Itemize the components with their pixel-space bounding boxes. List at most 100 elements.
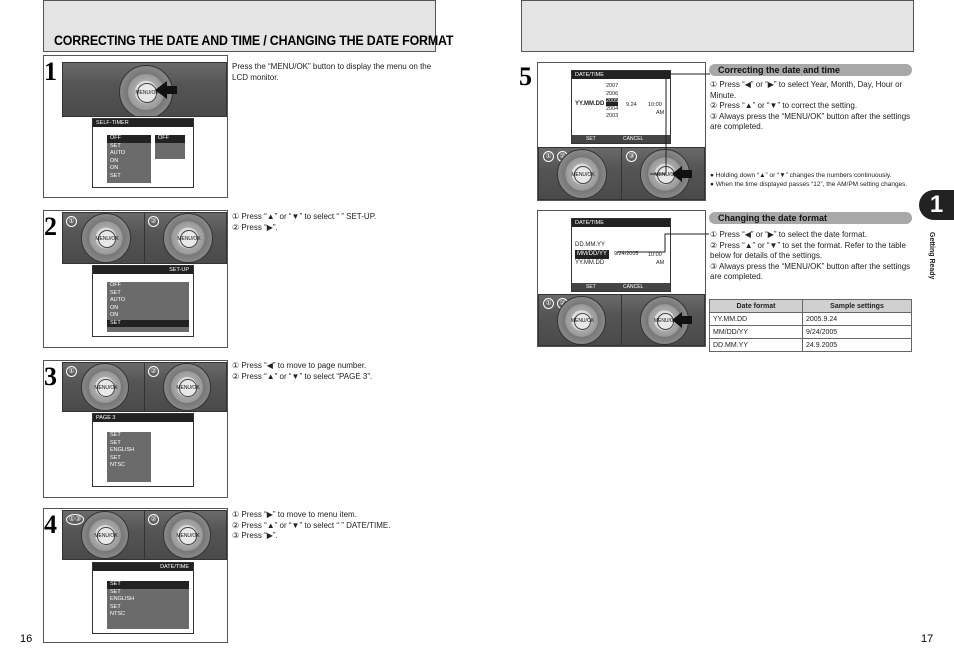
- step-3-number: 3: [44, 362, 57, 391]
- callout-line-1: [650, 73, 710, 175]
- menu-item: SET: [110, 439, 121, 446]
- date-value: 9/24/2005: [614, 251, 639, 257]
- step-4-camera-photo-a: ①③ MENU/OK: [62, 510, 145, 560]
- submenu-item: OFF: [155, 135, 185, 143]
- lcd-title: DATE/TIME: [572, 219, 670, 227]
- date-rest: 9.24: [626, 102, 637, 108]
- step-3-text: ① Press “◀” to move to page number. ② Pr…: [232, 361, 434, 382]
- press-arrow-icon: [672, 312, 692, 328]
- menu-item: AUTO: [110, 297, 126, 303]
- year-item: 2003: [606, 113, 619, 119]
- menu-item: SET: [110, 172, 121, 179]
- footer-cancel: CANCEL: [623, 136, 644, 142]
- step-4-lcd: DATE/TIME SET SET ENGLISH SET NTSC: [92, 562, 194, 634]
- date-format-table: Date format Sample settings YY.MM.DD 200…: [709, 299, 912, 352]
- menu-item: SET: [110, 432, 121, 438]
- section-format-title: Changing the date format: [709, 212, 912, 224]
- dial: MENU/OK: [81, 363, 129, 411]
- step-2-text: ① Press “▲” or “▼” to select “ ” SET-UP.…: [232, 212, 434, 233]
- year-item: 2004: [606, 105, 619, 112]
- menu-ok-button: MENU/OK: [571, 312, 594, 331]
- step-2-camera-photo-b: ② MENU/OK: [144, 212, 227, 264]
- instruction-line: Press the “MENU/OK” button to display th…: [232, 62, 432, 82]
- format-list: DD.MM.YY MM/DD/YY YY.MM.DD: [575, 241, 609, 268]
- footer-cancel: CANCEL: [623, 284, 644, 290]
- dial: MENU/OK: [163, 363, 211, 411]
- press-arrow-icon: [672, 166, 692, 182]
- instruction-line: ① Press “▶” to move to menu item.: [232, 510, 357, 519]
- time-value: 10:00: [648, 102, 662, 108]
- menu-item: SET: [110, 603, 121, 610]
- instruction-line: ③ Always press the “MENU/OK” button afte…: [710, 111, 911, 132]
- panel-label: ①③: [66, 514, 84, 525]
- ampm-value: AM: [656, 110, 665, 116]
- note-line: When the time displayed passes “12”, the…: [715, 180, 908, 188]
- footer-set: SET: [586, 284, 596, 290]
- lcd-menu: OFF SET AUTO ON ON SET: [107, 135, 151, 183]
- step-5-notes: ● Holding down “▲” or “▼” changes the nu…: [710, 172, 912, 189]
- table-header-row: Date format Sample settings: [709, 299, 912, 313]
- lcd-footer: SET CANCEL: [572, 283, 670, 291]
- left-header-box: CORRECTING THE DATE AND TIME / CHANGING …: [43, 0, 453, 52]
- step-1-text: Press the “MENU/OK” button to display th…: [232, 62, 434, 83]
- instruction-line: ① Press “◀” or “▶” to select the date fo…: [710, 230, 867, 239]
- instruction-line: ② Press “▲” or “▼” to select “ ” DATE/TI…: [232, 520, 391, 530]
- panel-label: ①: [66, 366, 77, 377]
- menu-item: NTSC: [110, 462, 125, 468]
- menu-item: ON: [110, 157, 119, 164]
- step-5-text: ① Press “◀” or “▶” to select Year, Month…: [710, 80, 912, 133]
- note-line: Holding down “▲” or “▼” changes the numb…: [715, 172, 892, 179]
- menu-item: ON: [110, 165, 119, 171]
- lcd-title: SET-UP: [93, 266, 193, 274]
- instruction-line: ② Press “▲” or “▼” to correct the settin…: [710, 101, 858, 110]
- instruction-line: ② Press “▲” or “▼” to set the format. Re…: [710, 240, 906, 261]
- panel-label: ①: [66, 216, 77, 227]
- lcd-title: SELF-TIMER: [93, 119, 193, 127]
- right-header-box: [521, 0, 914, 52]
- format-label: YY.MM.DD: [575, 101, 605, 107]
- menu-ok-button: MENU/OK: [571, 165, 595, 185]
- note-icon: ●: [710, 180, 714, 188]
- menu-ok-button: MENU/OK: [177, 229, 201, 249]
- instruction-line: ① Press “▲” or “▼” to select “ ” SET-UP.: [232, 212, 377, 221]
- panel-label: ①: [543, 151, 554, 162]
- table-cell: 24.9.2005: [802, 338, 912, 352]
- step-5-camera-photo-a: ① ② MENU/OK: [538, 147, 622, 200]
- page-title: CORRECTING THE DATE AND TIME / CHANGING …: [54, 33, 454, 48]
- panel-label: ①: [543, 298, 554, 309]
- dial: MENU/OK: [557, 149, 607, 199]
- lcd-title: DATE/TIME: [572, 71, 670, 79]
- table-cell: 9/24/2005: [802, 325, 912, 339]
- panel-label: ②: [148, 366, 159, 377]
- step-2-number: 2: [44, 212, 57, 241]
- menu-ok-button: MENU/OK: [94, 527, 118, 545]
- step-1-camera-photo: MENU/OK: [62, 62, 227, 117]
- instruction-line: ① Press “◀” or “▶” to select Year, Month…: [710, 80, 903, 100]
- instruction-line: ① Press “◀” to move to page number.: [232, 361, 367, 370]
- step-5-number: 5: [519, 62, 532, 91]
- format-camera-photo-a: ① ② MENU/OK: [538, 294, 622, 346]
- menu-ok-button: MENU/OK: [95, 229, 119, 249]
- menu-item: SET: [110, 142, 121, 149]
- lcd-menu: SET SET ENGLISH SET NTSC: [107, 581, 189, 629]
- table-row: DD.MM.YY 24.9.2005: [709, 338, 912, 352]
- panel-label: ③: [626, 151, 637, 162]
- menu-ok-button: MENU/OK: [176, 527, 200, 545]
- year-item: 2007: [606, 83, 619, 89]
- step-1-number: 1: [44, 57, 57, 86]
- chapter-tab: 1: [919, 190, 954, 220]
- year-item-selected: 2005: [606, 98, 619, 106]
- table-cell: 2005.9.24: [802, 312, 912, 326]
- step-2-camera-photo-a: ① MENU/OK: [62, 212, 145, 264]
- menu-item: SET: [107, 581, 189, 589]
- year-list: 2007 2006 2005 2004 2003: [606, 83, 619, 121]
- lcd-menu: OFF SET AUTO ON ON SET: [107, 282, 189, 332]
- step-1-lcd: SELF-TIMER OFF SET AUTO ON ON SET OFF: [92, 118, 194, 188]
- section-correcting-title: Correcting the date and time: [709, 64, 912, 76]
- step-3-camera-photo-b: ② MENU/OK: [144, 362, 227, 412]
- menu-item: AUTO: [110, 150, 126, 156]
- menu-item: OFF: [110, 282, 121, 288]
- lcd-title: PAGE 3: [93, 414, 193, 422]
- table-header: Date format: [709, 299, 803, 313]
- format-item: DD.MM.YY: [575, 242, 605, 248]
